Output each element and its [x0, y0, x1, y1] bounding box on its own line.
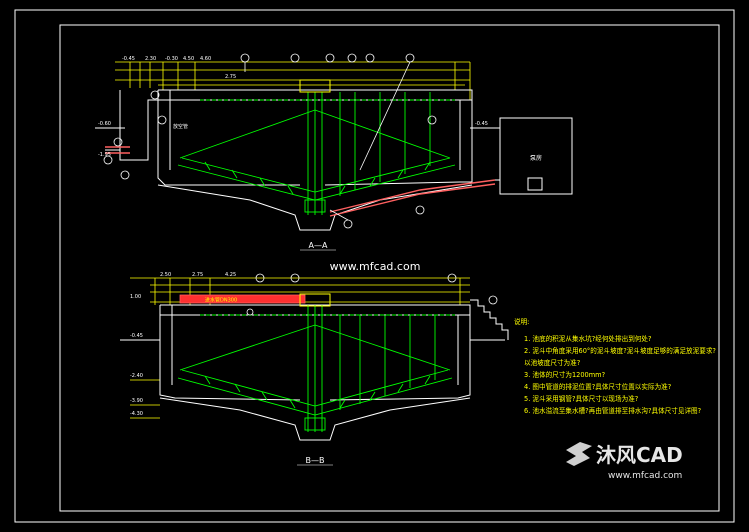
section-b-callouts	[246, 273, 498, 316]
dim-a-2: -0.30	[165, 56, 178, 62]
section-a-drawing: -0.45 2.30 -0.30 4.50 4.60 2.75 -0.60 -0…	[95, 53, 573, 251]
section-a-hopper-truss	[177, 92, 456, 215]
dim-a-5: 2.75	[225, 74, 236, 80]
brand-mark-icon	[566, 442, 592, 466]
center-drive-a	[299, 79, 331, 93]
notes-title: 说明:	[514, 317, 529, 326]
center-drive-b	[299, 293, 331, 307]
section-a-dim-text: -0.45 2.30 -0.30 4.50 4.60 2.75 -0.60 -0…	[98, 56, 542, 162]
section-b-drawing: 进水管DN300 2.50 2.75 4.25 1.00 -0.45 -2.40…	[120, 272, 509, 466]
pump-room-label: 泵房	[530, 154, 542, 162]
brand-name: 沐风CAD	[596, 443, 683, 467]
dim-b-7: -4.30	[130, 411, 143, 417]
notes-item-1: 1. 池底的积泥从集水坑?经何处排出到何处?	[524, 334, 652, 343]
dim-b-6: -3.90	[130, 398, 143, 404]
brand-url: www.mfcad.com	[608, 471, 682, 481]
inner-border	[59, 24, 720, 512]
dim-a-3: 4.50	[183, 56, 194, 62]
notes-item-7: 6. 池水溢流至集水槽?再由管道排至排水沟?具体尺寸见详图?	[524, 406, 702, 415]
section-b-dim-text: 2.50 2.75 4.25 1.00 -0.45 -2.40 -3.90 -4…	[130, 272, 236, 417]
pipe-tag-b: 进水管DN300	[205, 297, 237, 304]
dim-b-0: 2.50	[160, 272, 171, 278]
section-a-label: A—A	[309, 241, 328, 250]
section-a-pipes	[105, 146, 496, 217]
section-b-label: B—B	[306, 456, 325, 465]
section-a-tank-walls	[95, 89, 573, 231]
dim-b-3: 1.00	[130, 294, 141, 300]
dim-a-4: 4.60	[200, 56, 211, 62]
dim-b-4: -0.45	[130, 333, 143, 339]
dim-a-1: 2.30	[145, 56, 156, 62]
dim-a-7: -0.45	[475, 121, 488, 127]
notes-item-2: 2. 泥斗中角度采用60°的泥斗坡度?泥斗坡度足够的满足放泥要求?	[524, 346, 716, 355]
section-a-callouts	[103, 53, 437, 229]
section-a-dim-lines	[115, 61, 471, 100]
notes-item-5: 4. 图中管道的排泥位置?具体尺寸位置以实际为准?	[524, 382, 672, 391]
design-notes: 说明: 1. 池底的积泥从集水坑?经何处排出到何处? 2. 泥斗中角度采用60°…	[514, 317, 716, 415]
dim-b-5: -2.40	[130, 373, 143, 379]
drain-label: 放空管	[173, 123, 188, 130]
section-b-inlet-pipe: 进水管DN300	[179, 294, 306, 304]
outer-border	[14, 9, 735, 523]
dim-b-1: 2.75	[192, 272, 203, 278]
watermark-center: www.mfcad.com	[330, 260, 421, 273]
dim-a-6: -0.60	[98, 121, 111, 127]
section-b-dim-lines	[130, 277, 470, 419]
dim-a-8: -1.95	[98, 152, 111, 158]
brand-logo: 沐风CAD www.mfcad.com	[566, 442, 683, 481]
section-b-hopper-truss	[177, 305, 455, 432]
notes-item-3: 以池坡度尺寸为准?	[524, 358, 581, 367]
dim-a-0: -0.45	[122, 56, 135, 62]
notes-item-4: 3. 池体的尺寸为1200mm?	[524, 370, 606, 379]
dim-b-2: 4.25	[225, 272, 236, 278]
notes-item-6: 5. 泥斗采用钢管?具体尺寸以现场为准?	[524, 394, 639, 403]
